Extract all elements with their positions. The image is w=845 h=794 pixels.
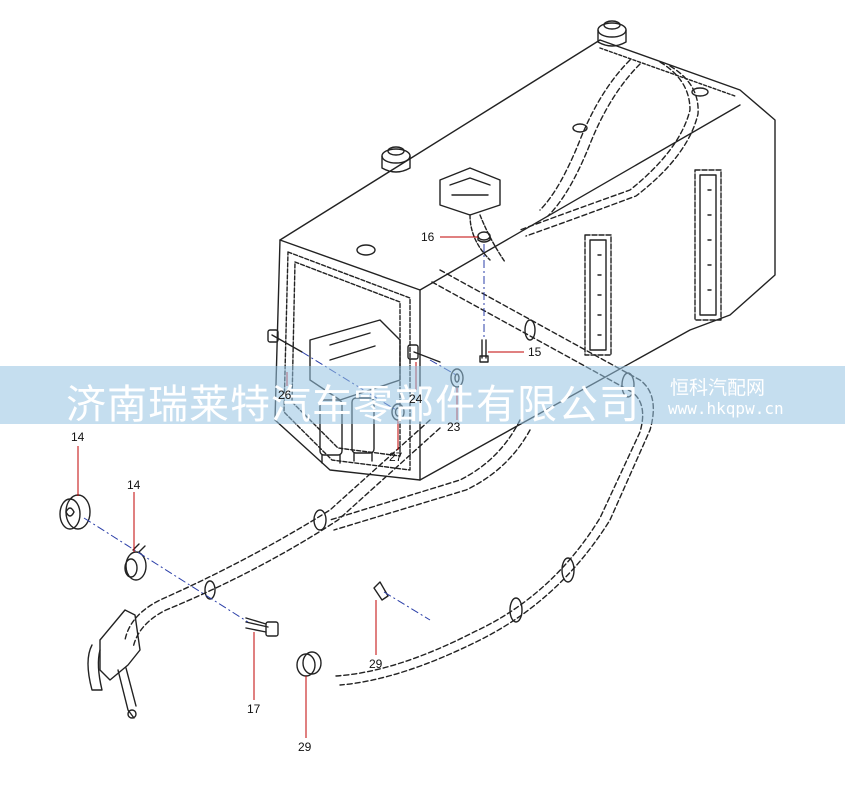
mounting-bracket-right	[694, 169, 722, 321]
filler-cap-top	[597, 20, 627, 47]
watermark-company-name: 济南瑞莱特汽车零部件有限公司	[66, 382, 640, 428]
callout-27: 27	[389, 450, 403, 464]
part-26-bolt	[267, 329, 303, 353]
watermark-band	[0, 366, 845, 424]
part-16-nut	[477, 231, 491, 243]
part-17-bolt	[245, 617, 279, 637]
watermark-url: www.hkqpw.cn	[668, 399, 784, 418]
filler-cap-middle	[381, 146, 411, 173]
mounting-bracket-left	[584, 234, 612, 356]
part-14-grommet	[59, 494, 91, 530]
callout-17: 17	[247, 702, 261, 716]
callout-29-ring: 29	[298, 740, 312, 754]
tank-port-small	[356, 244, 376, 256]
watermark-brand: 恒科汽配网	[670, 377, 766, 399]
part-29-ring	[296, 651, 322, 677]
part-29-sleeve	[373, 581, 389, 601]
callout-23: 23	[447, 420, 461, 434]
explosion-lines	[83, 244, 485, 623]
hose-clips	[204, 319, 635, 623]
fuel-tank	[274, 39, 776, 481]
part-14-clamp	[124, 543, 147, 581]
tank-port-top	[691, 87, 709, 97]
supply-fitting	[87, 609, 141, 719]
callout-16: 16	[421, 230, 435, 244]
callout-14-clamp: 14	[127, 478, 141, 492]
callout-29-sleeve: 29	[369, 657, 383, 671]
callout-14-grommet: 14	[71, 430, 85, 444]
callout-26: 26	[278, 388, 292, 402]
callout-15: 15	[528, 345, 542, 359]
tank-sender-unit	[439, 167, 506, 263]
callout-24: 24	[409, 392, 423, 406]
part-24-bolt	[407, 344, 441, 363]
part-15-bolt	[479, 339, 489, 363]
leader-lines	[77, 236, 524, 738]
